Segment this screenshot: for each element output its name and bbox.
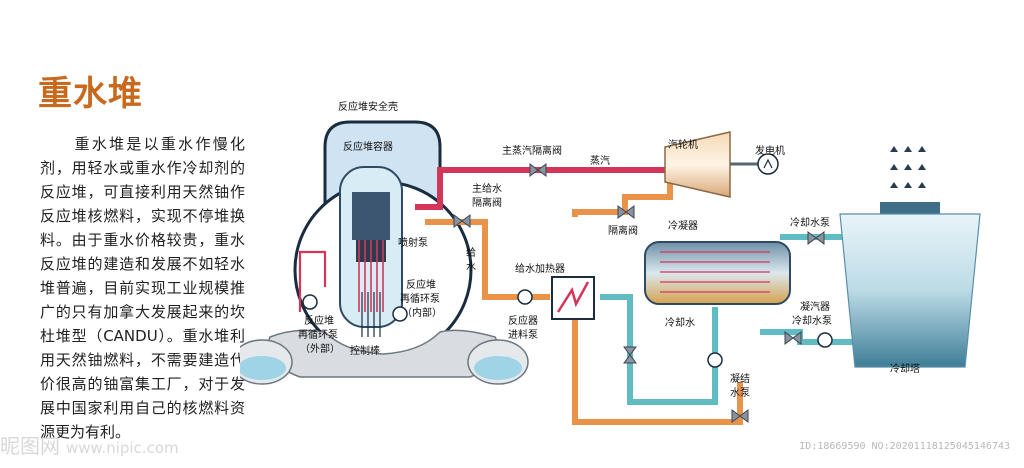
label-steam: 蒸汽 bbox=[590, 154, 610, 167]
cooling-tower bbox=[839, 146, 981, 368]
reactor-diagram: 反应堆安全壳 反应堆容器 喷射泵 反应堆 再循环泵 （内部） 反应堆 再循环泵 … bbox=[240, 100, 981, 425]
label-feedwater-1: 给 bbox=[466, 246, 476, 259]
label-feed-heater: 给水加热器 bbox=[515, 262, 565, 275]
isolation-line bbox=[572, 182, 673, 217]
label-internal-pump-1: 反应堆 bbox=[406, 278, 436, 291]
label-external-pump-3: （外部） bbox=[300, 342, 340, 355]
feed-heater bbox=[551, 276, 595, 320]
condenser bbox=[644, 241, 791, 305]
label-containment: 反应堆安全壳 bbox=[338, 100, 398, 113]
turbine bbox=[664, 131, 779, 198]
label-feedwater-2: 水 bbox=[466, 261, 476, 273]
watermark-url: www.nipic.com bbox=[66, 439, 179, 457]
cooling-line-low bbox=[600, 294, 718, 405]
label-turbine: 汽轮机 bbox=[668, 138, 698, 151]
label-feed-pump-2: 进料泵 bbox=[508, 328, 538, 341]
page-title: 重水堆 bbox=[38, 74, 143, 114]
label-cooling-tower: 冷却塔 bbox=[890, 362, 920, 375]
reactor-vessel bbox=[298, 166, 408, 337]
label-feed-valve-1: 主给水 bbox=[472, 182, 502, 195]
watermark: 昵图网 www.nipic.com bbox=[0, 430, 179, 459]
label-condenser-cool-pump-2: 冷却水泵 bbox=[792, 314, 832, 327]
label-vessel: 反应堆容器 bbox=[343, 140, 393, 153]
label-cooling-water: 冷却水 bbox=[665, 316, 695, 329]
label-external-pump-1: 反应堆 bbox=[304, 314, 334, 327]
valve-icon bbox=[453, 163, 825, 423]
feedwater-return-line bbox=[572, 282, 743, 425]
image-id: ID:18669590 NO:20201118125045146743 bbox=[799, 441, 1010, 452]
label-internal-pump-3: （内部） bbox=[402, 306, 442, 319]
label-control-rods: 控制棒 bbox=[350, 344, 380, 357]
description-paragraph: 重水堆是以重水作慢化剂，用轻水或重水作冷却剂的反应堆，可直接利用天然铀作反应堆核… bbox=[40, 135, 245, 441]
label-condensate-pump-1: 凝结 bbox=[730, 372, 750, 385]
cooling-line-tower-bottom bbox=[760, 329, 860, 345]
pump-icon bbox=[517, 289, 833, 368]
label-feed-valve-2: 隔离阀 bbox=[472, 196, 502, 209]
label-generator: 发电机 bbox=[755, 144, 785, 157]
label-isolation-valve: 隔离阀 bbox=[608, 224, 638, 237]
label-jet-pump: 喷射泵 bbox=[398, 237, 428, 249]
label-condenser-cool-pump-1: 凝汽器 bbox=[800, 300, 830, 313]
label-feed-pump-1: 反应器 bbox=[508, 314, 538, 327]
label-internal-pump-2: 再循环泵 bbox=[400, 292, 440, 305]
label-condenser: 冷凝器 bbox=[668, 219, 698, 232]
label-main-steam-valve: 主蒸汽隔离阀 bbox=[502, 144, 562, 157]
label-cooling-pump: 冷却水泵 bbox=[790, 216, 830, 229]
label-condensate-pump-2: 水泵 bbox=[730, 387, 750, 399]
label-external-pump-2: 再循环泵 bbox=[298, 328, 338, 341]
watermark-logo: 昵图网 bbox=[0, 434, 60, 458]
